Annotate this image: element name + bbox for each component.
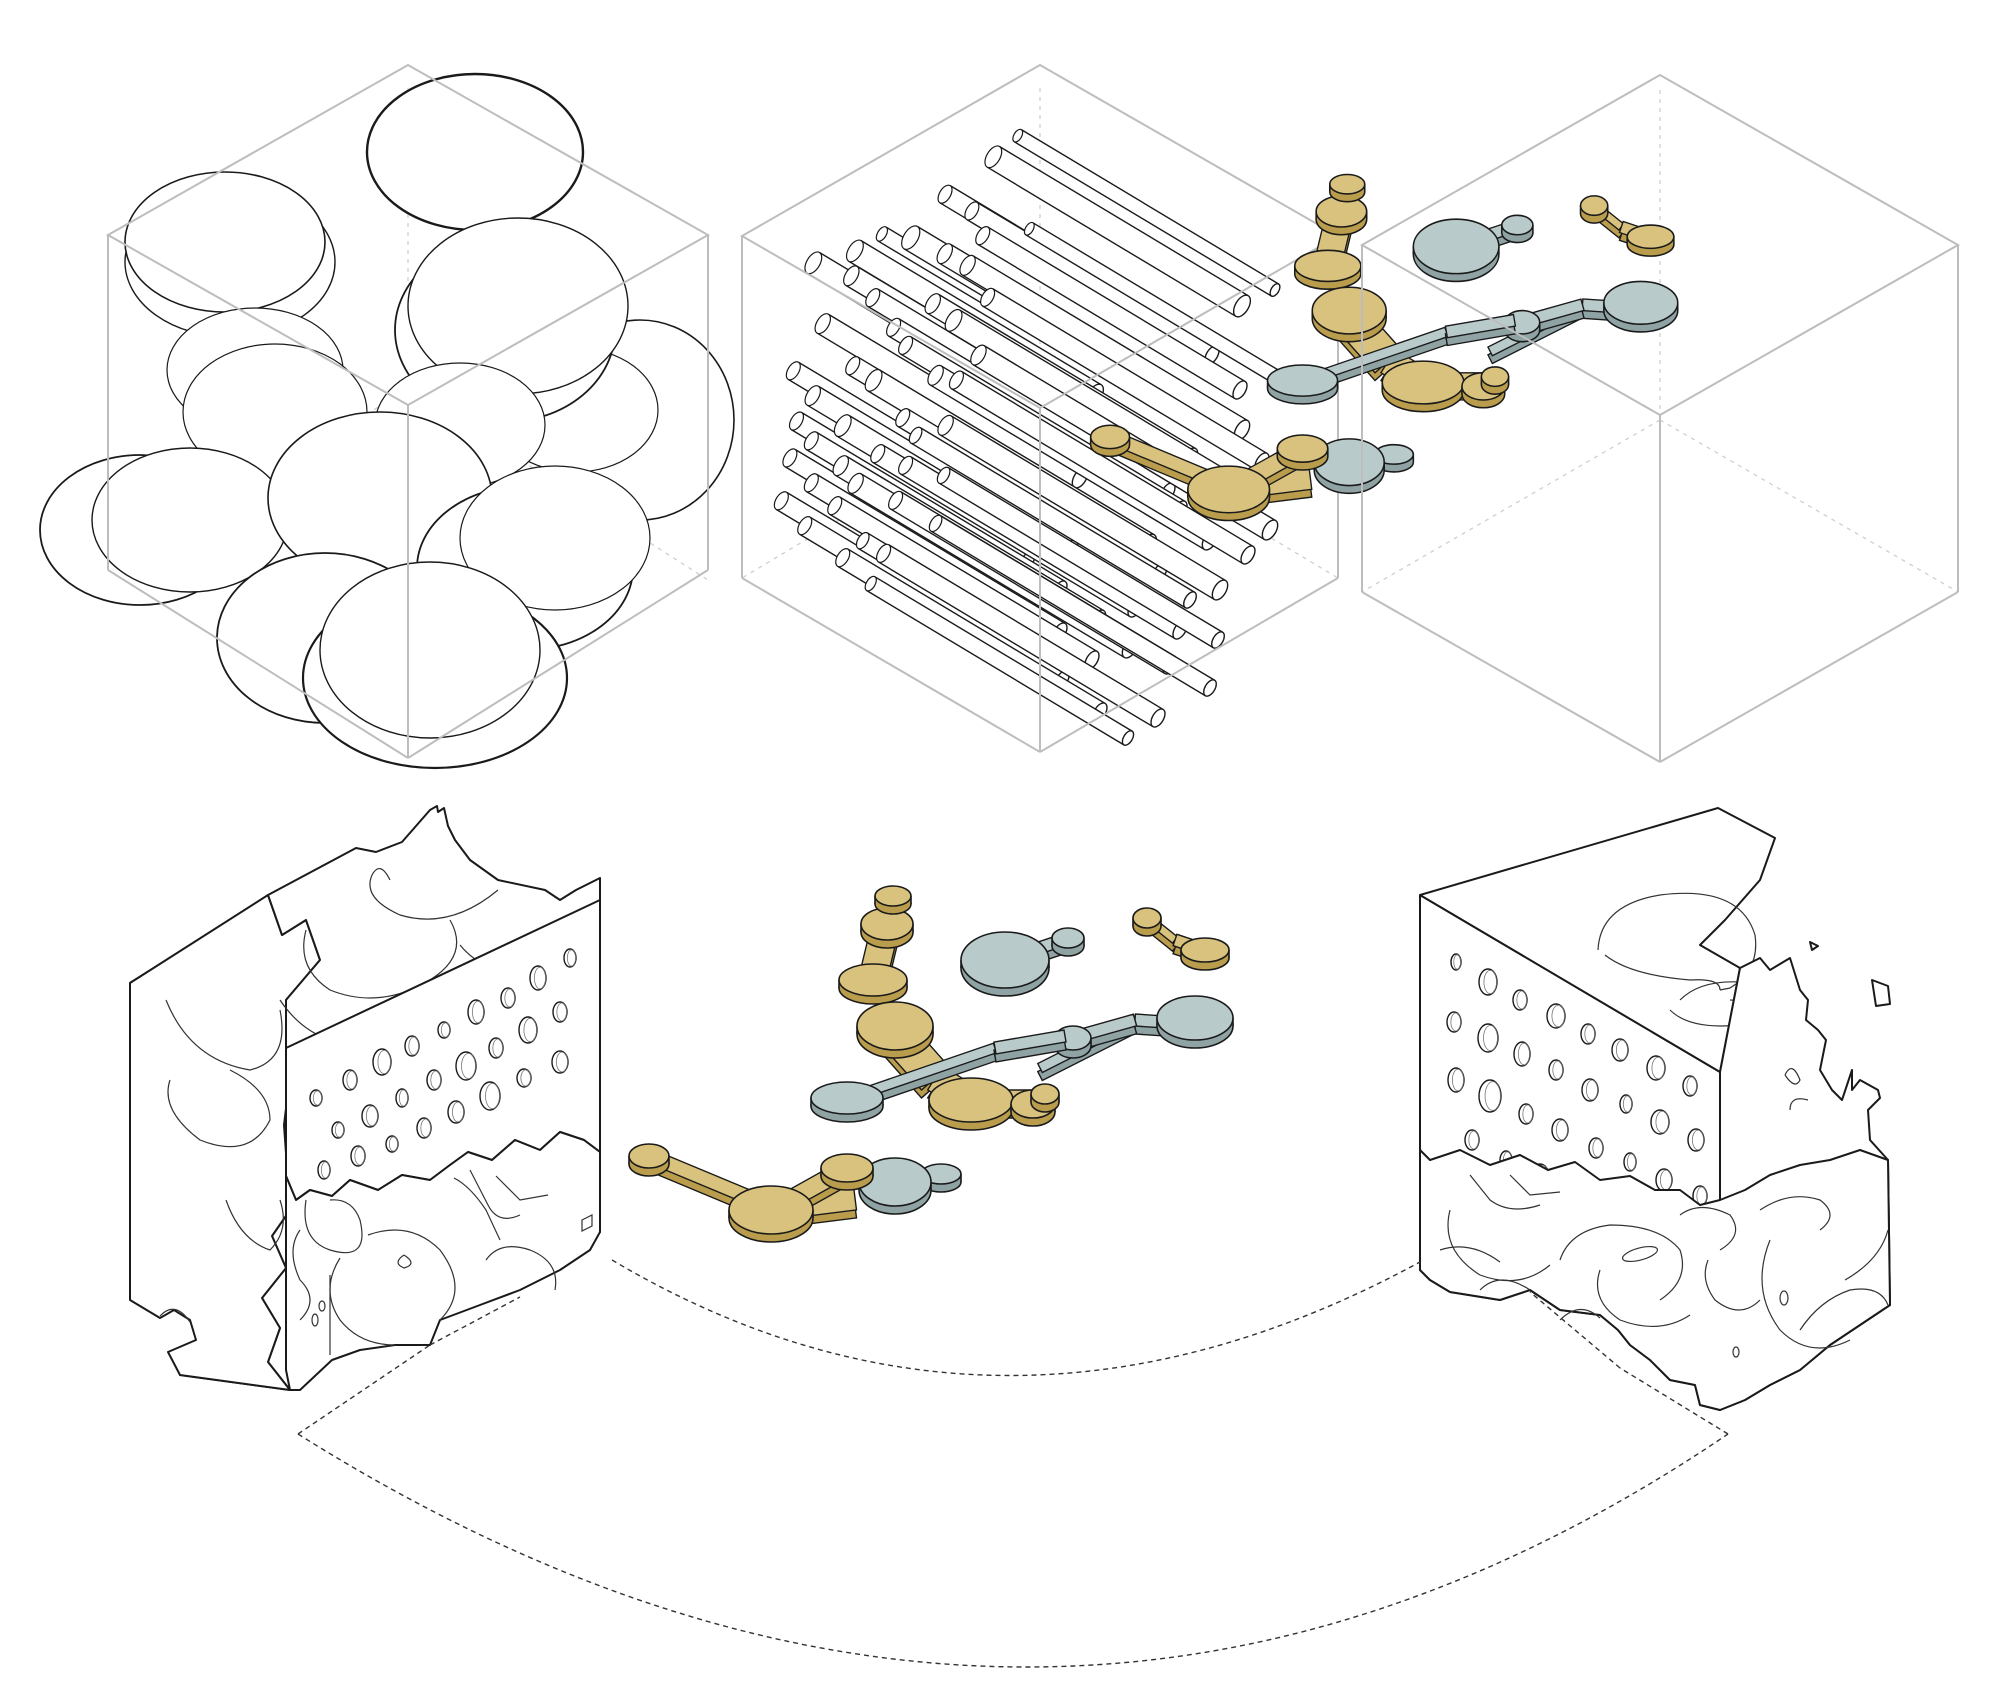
node-disc	[1156, 995, 1234, 1049]
node-disc	[1051, 927, 1085, 957]
connector-bar	[993, 1029, 1067, 1063]
porous-block-right	[1419, 807, 1891, 1411]
cylinder-array-cube	[739, 63, 1341, 753]
inner-arc	[611, 1259, 1421, 1377]
front-face-pores	[309, 948, 577, 1180]
pore-hole	[1477, 1023, 1499, 1053]
node-disc	[1054, 1025, 1092, 1059]
cylinder-rod	[948, 370, 1256, 565]
cube-frame	[1359, 73, 1961, 763]
connector-arcs	[297, 1259, 1729, 1668]
node-disc	[1579, 195, 1609, 224]
node-disc	[1276, 434, 1329, 471]
node-disc	[1132, 907, 1162, 937]
pore-hole	[455, 1051, 477, 1081]
porous-block-left	[129, 805, 601, 1391]
cylinder-rod	[1012, 128, 1281, 298]
node-disc	[1180, 937, 1230, 971]
cylinder-rod	[908, 426, 1197, 609]
node-disc	[1187, 465, 1271, 522]
pore-hole	[1478, 1079, 1502, 1113]
pore-hole	[479, 1081, 501, 1111]
cylinder-rod	[936, 466, 1225, 649]
node-disc	[1626, 224, 1675, 257]
node-disc	[1381, 360, 1465, 413]
node-disc	[874, 885, 912, 915]
ellipsoid-disc	[319, 561, 541, 739]
ellipsoid-packing-cube	[39, 63, 735, 770]
pore-hole	[372, 1048, 392, 1076]
node-network-large	[628, 885, 1234, 1243]
cube-frame	[105, 63, 711, 759]
node-disc	[860, 907, 914, 949]
pore-hole	[518, 1016, 538, 1044]
node-network-small	[1089, 173, 1679, 522]
node-disc	[1266, 364, 1339, 405]
cylinder-rod	[864, 575, 1135, 746]
node-disc	[838, 963, 908, 1005]
node-disc	[1089, 424, 1131, 458]
cylinder-rod	[928, 514, 1217, 697]
node-disc	[960, 931, 1050, 997]
cylinder-rod	[984, 145, 1252, 318]
ellipsoid-disc	[459, 465, 651, 611]
front-face-pores	[1446, 953, 1708, 1207]
outer-arc	[297, 1433, 1729, 1668]
node-disc	[928, 1077, 1014, 1131]
node-disc	[1480, 366, 1510, 395]
node-disc	[728, 1185, 814, 1243]
node-disc	[1313, 438, 1385, 495]
cylinder-rod	[937, 414, 1229, 601]
pore-hole	[1650, 1109, 1670, 1135]
cylinder-rod	[975, 226, 1248, 400]
ellipsoid-stack	[39, 72, 735, 770]
node-disc	[810, 1081, 884, 1123]
ellipsoid-disc	[365, 72, 585, 232]
node-disc	[1311, 286, 1387, 343]
node-disc	[1328, 173, 1366, 203]
pore-hole	[1646, 1055, 1666, 1081]
node-disc	[1030, 1083, 1060, 1113]
node-disc	[1315, 195, 1368, 236]
node-disc	[1412, 218, 1500, 283]
floating-node-network	[628, 885, 1234, 1243]
pore-hole	[1478, 968, 1498, 996]
node-disc	[820, 1153, 874, 1191]
cylinder-rod	[876, 543, 1166, 728]
node-disc	[856, 1001, 934, 1059]
node-disc	[1501, 214, 1534, 244]
connected-node-cube	[1089, 73, 1961, 763]
node-disc	[1293, 249, 1362, 290]
ellipsoid-disc	[124, 171, 326, 313]
cylinder-bundle	[773, 128, 1284, 746]
pore-hole	[1546, 1003, 1566, 1029]
connector-bar	[1444, 313, 1517, 347]
node-disc	[628, 1143, 670, 1177]
node-disc	[1603, 280, 1679, 333]
